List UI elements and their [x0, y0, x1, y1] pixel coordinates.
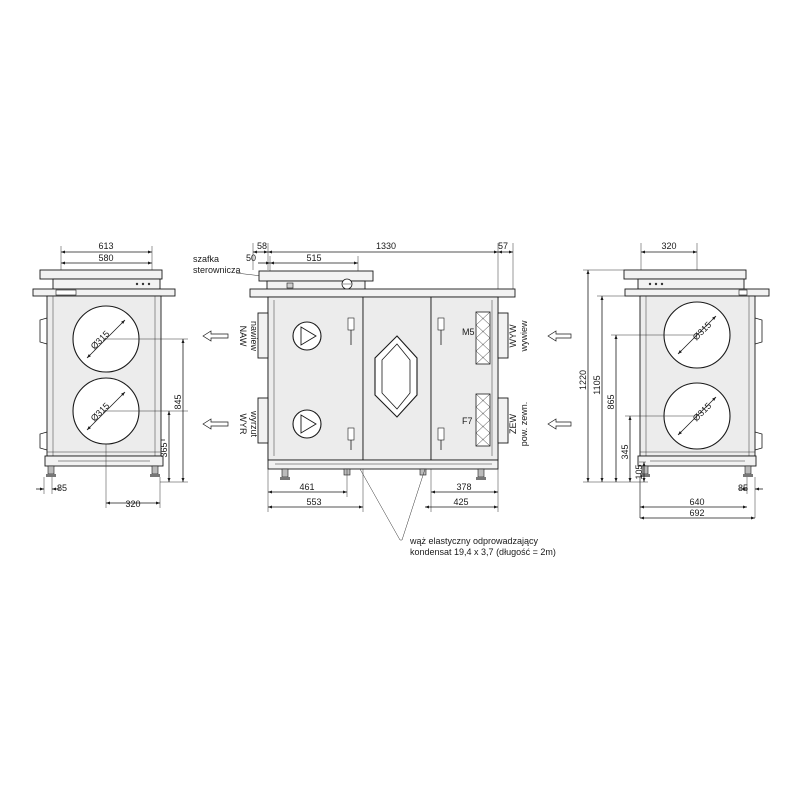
dim-640: 640: [689, 497, 704, 507]
dim-85-right: 85: [738, 483, 748, 493]
label-wyrzut: wyrzut: [249, 410, 259, 438]
dim-425: 425: [453, 497, 468, 507]
arrow-exhaust-out: [202, 418, 229, 430]
filter-m5: [475, 311, 491, 365]
right-side-view: 320 Ø315 Ø315: [578, 241, 770, 520]
label-wyr: WYR: [238, 414, 248, 435]
dim-692: 692: [689, 508, 704, 518]
label-naw: NAW: [238, 326, 248, 347]
arrow-extract-in: [547, 330, 572, 342]
front-view: 58 1330 57 50 515 szafka sterownicza: [193, 241, 572, 557]
label-zew: ZEW: [508, 413, 518, 434]
dim-105: 105: [634, 464, 644, 479]
dim-50: 50: [246, 253, 256, 263]
dim-1220: 1220: [578, 370, 588, 390]
top-plate: [39, 269, 163, 280]
dim-365: 365: [159, 442, 169, 457]
arrow-outdoor-in: [547, 418, 572, 430]
filter-f7: [475, 393, 491, 447]
control-cabinet-label-1: szafka: [193, 254, 219, 264]
dim-580: 580: [98, 253, 113, 263]
filter-f7-label: F7: [462, 416, 473, 426]
filter-m5-label: M5: [462, 327, 475, 337]
condensate-note-line2: kondensat 19,4 x 3,7 (długość = 2m): [410, 547, 556, 557]
arrow-supply-out: [202, 330, 229, 342]
dim-553: 553: [306, 497, 321, 507]
top-cover: [249, 288, 516, 298]
dim-845: 845: [173, 394, 183, 409]
dim-320-left: 320: [125, 499, 140, 509]
dim-378: 378: [456, 482, 471, 492]
dim-461: 461: [299, 482, 314, 492]
left-side-view: 613 580 Ø315 Ø315: [32, 241, 188, 509]
dim-1330: 1330: [376, 241, 396, 251]
dim-345: 345: [620, 444, 630, 459]
control-cabinet-label-2: sterownicza: [193, 265, 241, 275]
label-wywiew: wywiew: [519, 320, 529, 353]
dim-320-top-right: 320: [661, 241, 676, 251]
dim-57: 57: [498, 241, 508, 251]
dim-85-left: 85: [57, 483, 67, 493]
label-wyw: WYW: [508, 324, 518, 347]
label-pow-zewn: pow. zewn.: [519, 402, 529, 447]
dim-613: 613: [98, 241, 113, 251]
condensate-note-line1: wąż elastyczny odprowadzający: [409, 536, 539, 546]
dim-1105: 1105: [592, 375, 602, 394]
control-cabinet: [258, 270, 374, 282]
dim-58: 58: [257, 241, 267, 251]
label-nawiew: nawiew: [249, 321, 259, 352]
dim-865: 865: [606, 394, 616, 409]
dim-515: 515: [306, 253, 321, 263]
